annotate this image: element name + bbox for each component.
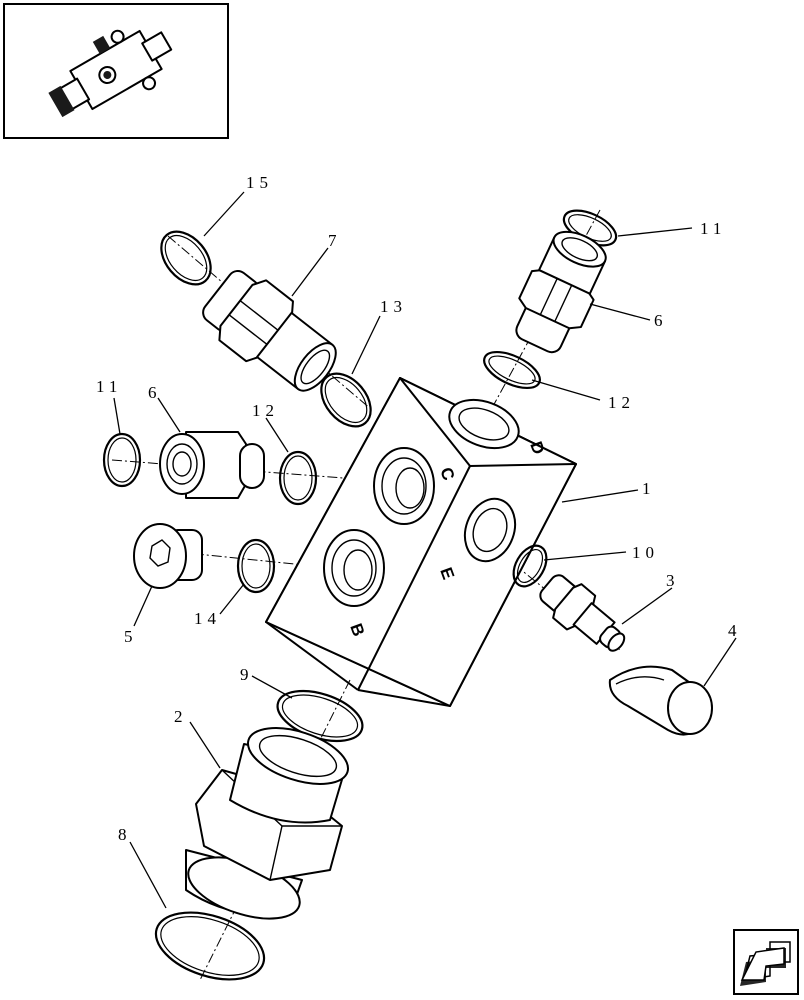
callout-1: 1: [642, 479, 656, 498]
callout-4: 4: [728, 621, 742, 640]
callout-11-left: 11: [96, 377, 122, 396]
callout-3: 3: [666, 571, 680, 590]
o-ring-13[interactable]: [311, 364, 380, 436]
dust-cap-4[interactable]: [608, 665, 713, 736]
o-ring-12-right[interactable]: [479, 345, 545, 396]
leader-lines: [113, 191, 737, 909]
port-label-d: D: [526, 439, 548, 457]
callout-8: 8: [118, 825, 132, 844]
callout-13: 13: [380, 297, 407, 316]
adapter-2[interactable]: [181, 717, 355, 931]
callout-15: 15: [246, 173, 273, 192]
callout-12-right: 12: [608, 393, 635, 412]
arrow-icon: [740, 941, 791, 986]
port-label-b: B: [346, 621, 368, 639]
assembly-thumbnail[interactable]: [3, 3, 229, 139]
callout-6-left: 6: [148, 383, 162, 402]
o-ring-14[interactable]: [236, 538, 276, 594]
plug-5[interactable]: [133, 523, 203, 589]
callout-14: 14: [194, 609, 221, 628]
callout-9: 9: [240, 665, 254, 684]
o-ring-11-left[interactable]: [102, 432, 142, 488]
o-ring-10[interactable]: [507, 540, 553, 592]
callout-2: 2: [174, 707, 188, 726]
callout-5: 5: [124, 627, 138, 646]
valve-block-1[interactable]: [265, 377, 577, 707]
port-label-c: C: [436, 465, 458, 483]
fitting-7[interactable]: [194, 261, 350, 406]
callout-10: 10: [632, 543, 659, 562]
callout-7: 7: [328, 231, 342, 250]
fitting-6-left[interactable]: [159, 431, 265, 499]
callout-12-left: 12: [252, 401, 279, 420]
navigation-arrow-button[interactable]: [733, 929, 799, 995]
o-ring-8[interactable]: [147, 900, 272, 992]
o-ring-12-left[interactable]: [278, 450, 318, 506]
fitting-6-right[interactable]: [504, 222, 616, 359]
o-ring-15[interactable]: [151, 222, 220, 294]
callout-6-right: 6: [654, 311, 668, 330]
coupler-3[interactable]: [533, 567, 635, 662]
callout-11-right: 11: [700, 219, 726, 238]
